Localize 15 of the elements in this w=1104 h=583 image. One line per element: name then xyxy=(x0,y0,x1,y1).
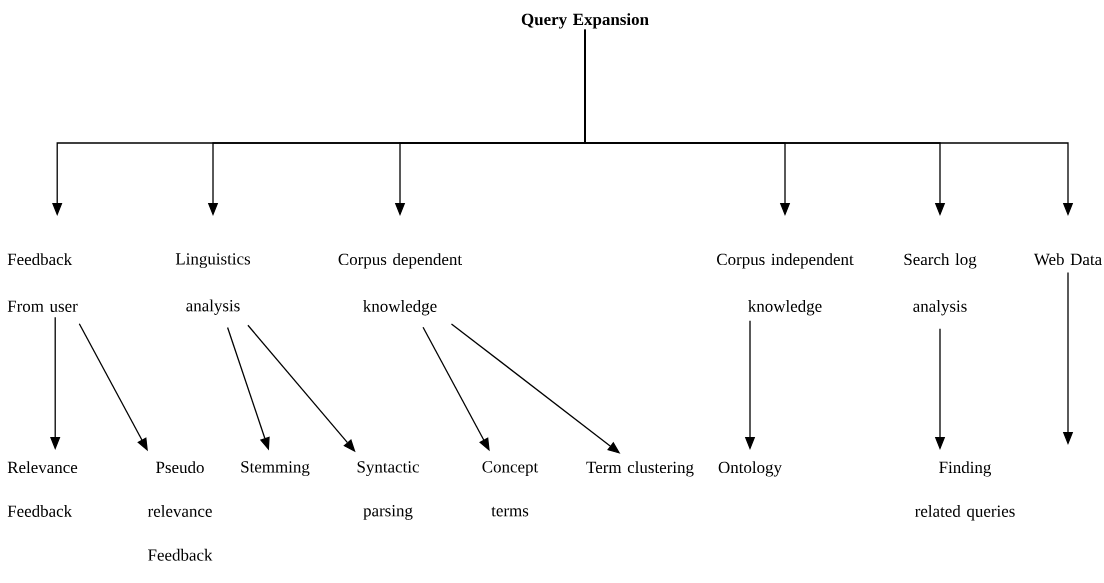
node-label: Corpus independent knowledge xyxy=(717,253,854,316)
node-label: Stemming xyxy=(241,461,310,477)
node-label: Pseudo relevance Feedback xyxy=(147,461,213,561)
node-label: Linguistics analysis xyxy=(175,253,251,315)
node-label: Finding related queries xyxy=(915,461,1015,521)
node-label: Syntactic parsing xyxy=(357,461,419,520)
node-label: Web Data xyxy=(1033,253,1102,266)
node-label: Relevance Feedback xyxy=(7,461,78,517)
node-label: Ontology xyxy=(718,461,782,477)
node-label: Feedback From user xyxy=(7,253,78,312)
title-text: Query Expansion xyxy=(521,13,649,29)
node-label: Concept terms xyxy=(482,461,539,517)
node-label: Search log analysis xyxy=(904,253,977,316)
node-label: Term clustering xyxy=(586,461,694,477)
node-label: Corpus dependent knowledge xyxy=(338,253,462,316)
